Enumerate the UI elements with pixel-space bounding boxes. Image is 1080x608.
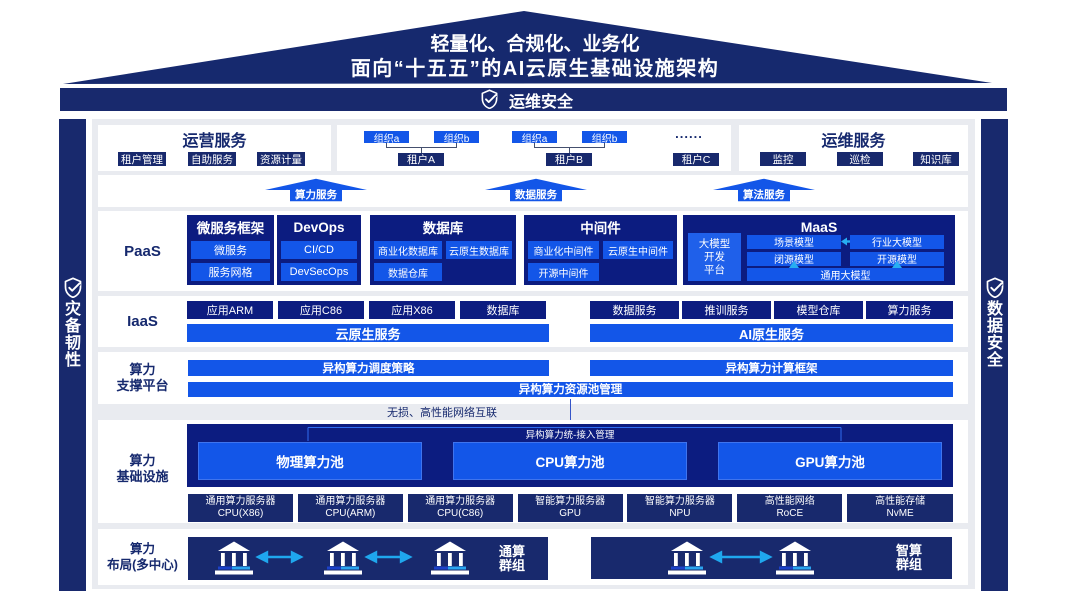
svg-text:算力服务: 算力服务 <box>295 188 337 201</box>
svg-text:算法服务: 算法服务 <box>743 188 785 201</box>
svg-text:数据服务: 数据服务 <box>514 188 557 201</box>
